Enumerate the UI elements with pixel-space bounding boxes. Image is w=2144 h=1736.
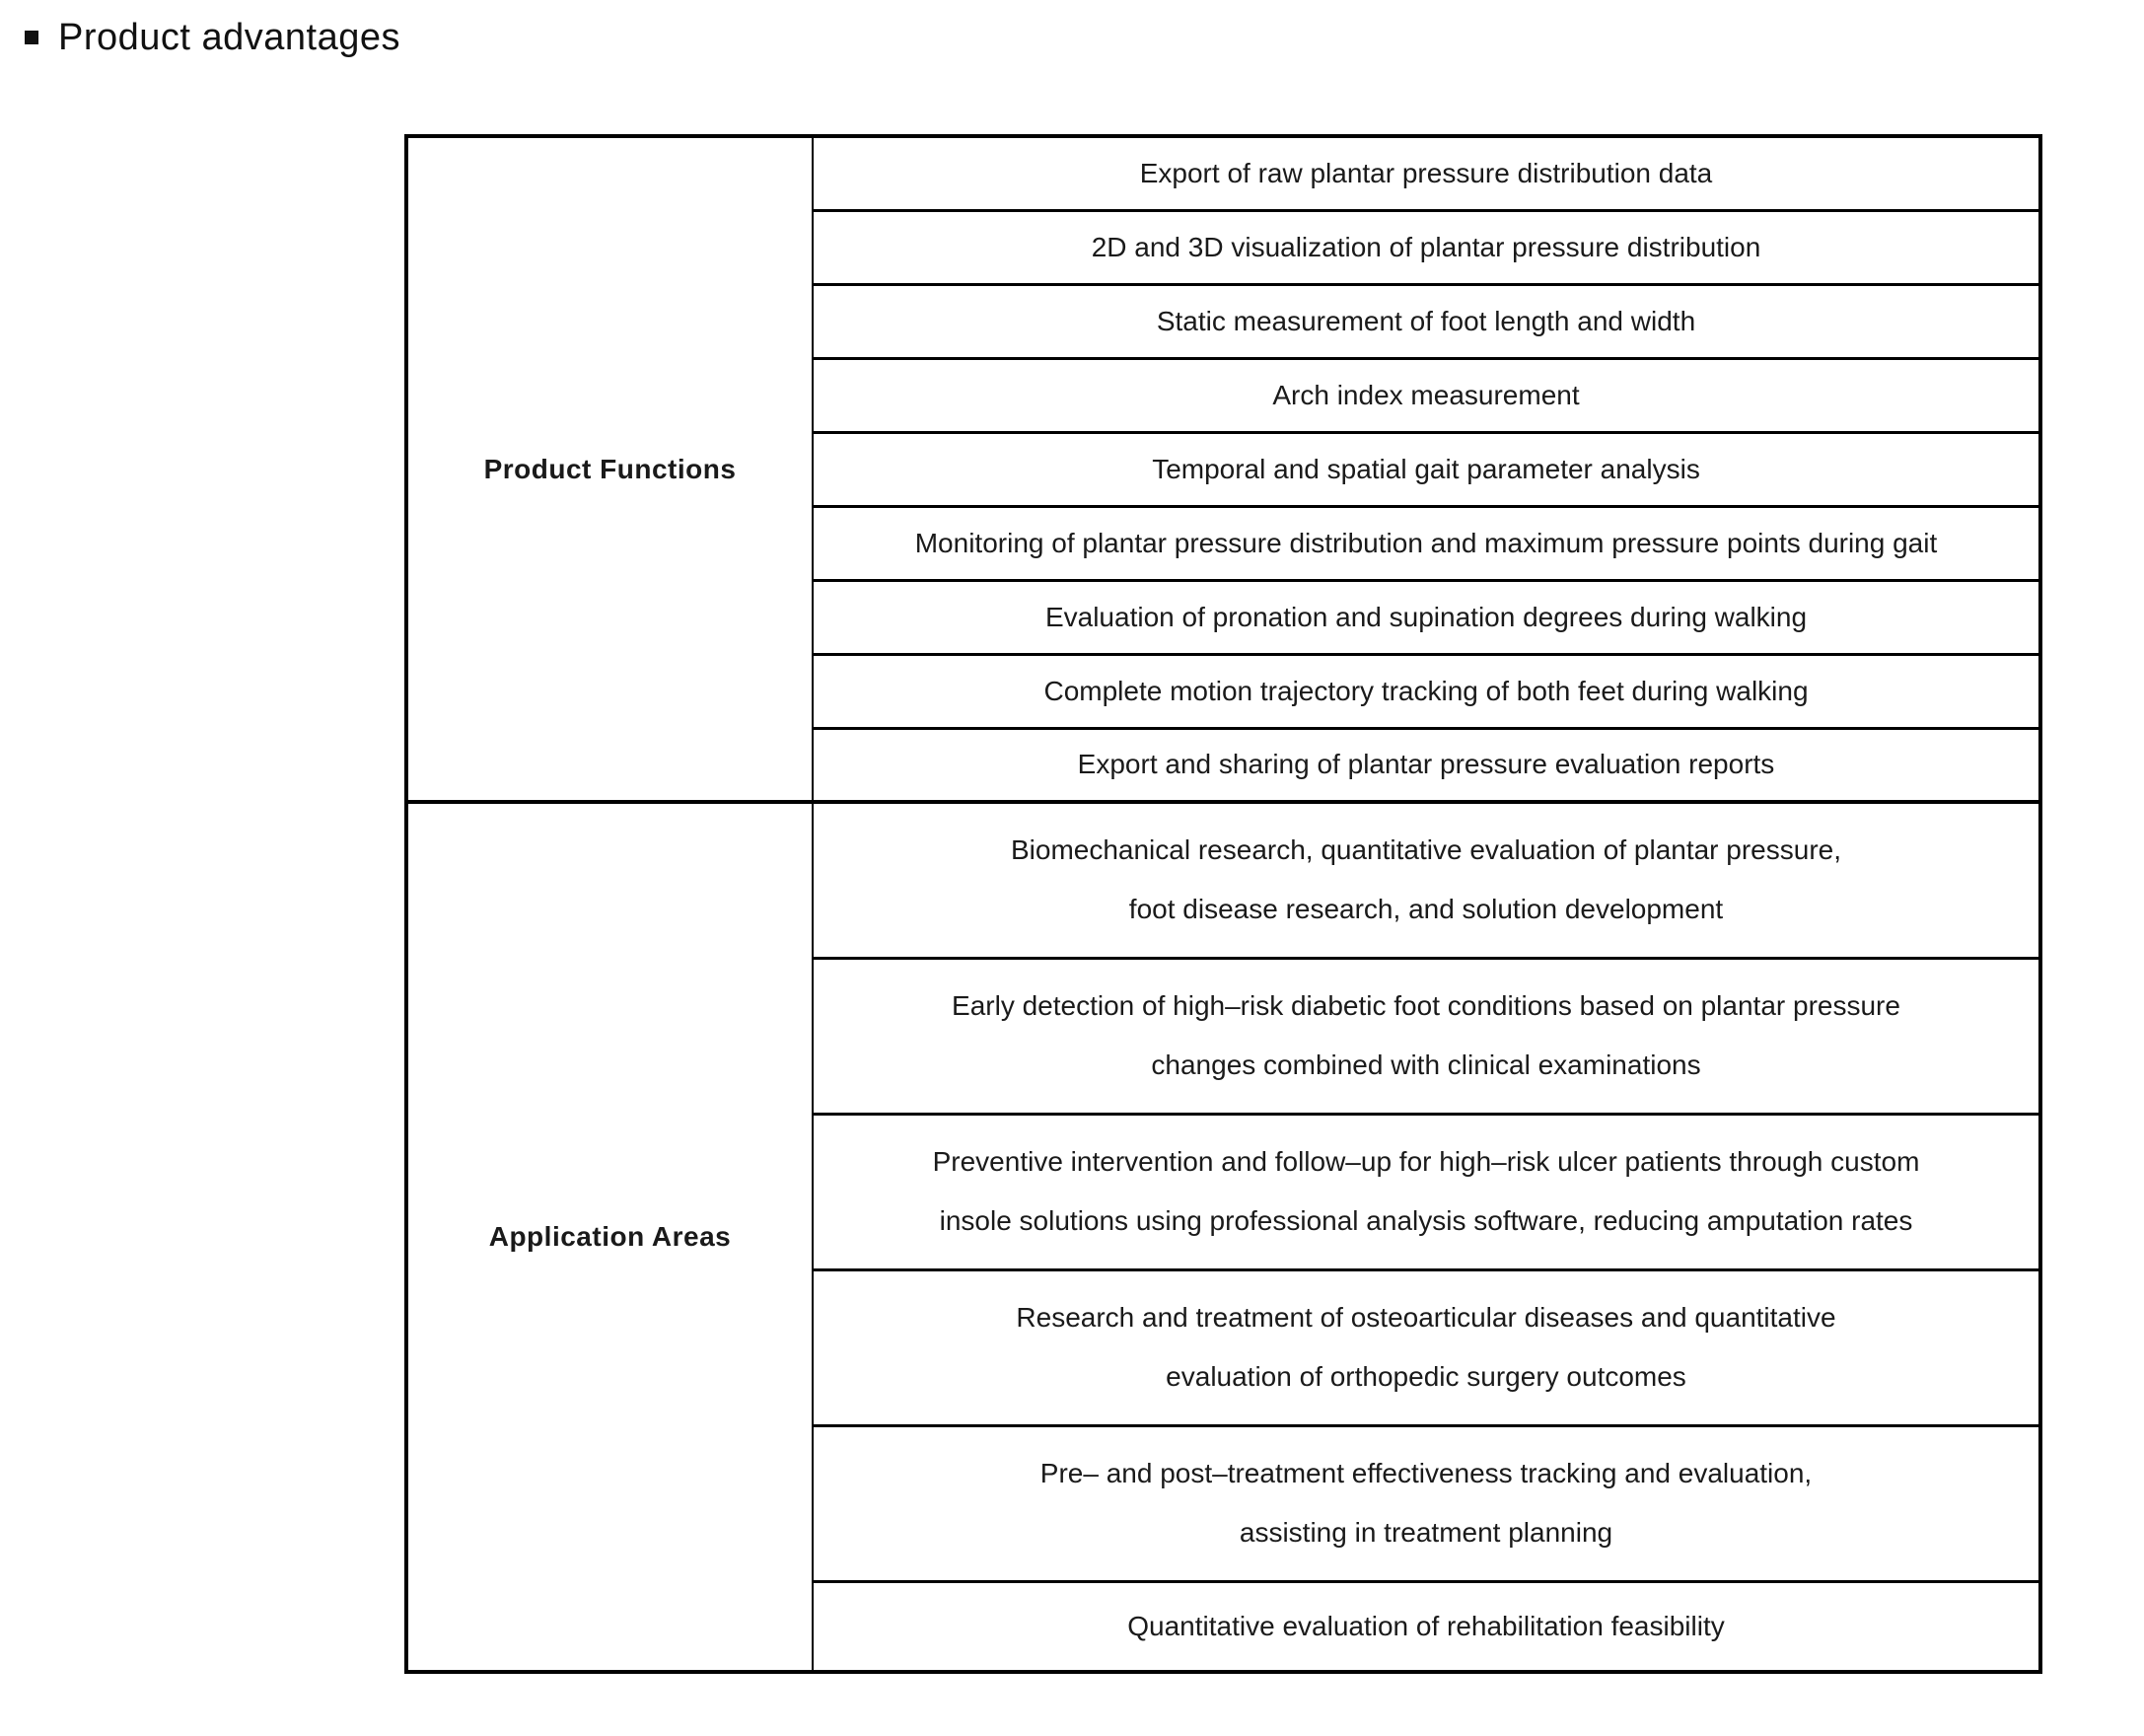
table-row: Early detection of high–risk diabetic fo… [406,956,2041,1116]
cell-line: Research and treatment of osteoarticular… [1016,1302,1836,1333]
table-row: Complete motion trajectory tracking of b… [406,652,2041,730]
cell-line: Preventive intervention and follow–up fo… [932,1146,1920,1177]
function-cell: Export and sharing of plantar pressure e… [812,726,2041,804]
application-cell: Early detection of high–risk diabetic fo… [812,956,2041,1116]
cell-line: evaluation of orthopedic surgery outcome… [1166,1361,1686,1392]
table-row: Evaluation of pronation and supination d… [406,578,2041,656]
application-cell: Research and treatment of osteoarticular… [812,1267,2041,1427]
table-row: Static measurement of foot length and wi… [406,282,2041,360]
table-row: Pre– and post–treatment effectiveness tr… [406,1423,2041,1583]
function-cell: Monitoring of plantar pressure distribut… [812,504,2041,582]
table-row: Preventive intervention and follow–up fo… [406,1112,2041,1271]
application-cell: Biomechanical research, quantitative eva… [812,800,2041,960]
section-label-product-functions: Product Functions [405,134,814,804]
application-cell: Preventive intervention and follow–up fo… [812,1112,2041,1271]
cell-line: Biomechanical research, quantitative eva… [1010,834,1842,866]
cell-line: insole solutions using professional anal… [939,1205,1913,1236]
function-cell: Temporal and spatial gait parameter anal… [812,430,2041,508]
table-row: Export and sharing of plantar pressure e… [406,726,2041,804]
table-row: Product Functions Export of raw plantar … [405,134,2041,804]
application-cell: Quantitative evaluation of rehabilitatio… [812,1579,2041,1674]
table-row: Monitoring of plantar pressure distribut… [406,504,2041,582]
cell-line: Early detection of high–risk diabetic fo… [952,990,1900,1021]
page-title-text: Product advantages [58,17,401,58]
table-row: Application Areas Biomechanical research… [405,800,2041,1674]
table-row: Research and treatment of osteoarticular… [406,1267,2041,1427]
table-row: Temporal and spatial gait parameter anal… [406,430,2041,508]
function-cell: 2D and 3D visualization of plantar press… [812,208,2041,286]
function-cell: Arch index measurement [812,356,2041,434]
cell-line: assisting in treatment planning [1239,1517,1613,1548]
function-cell: Static measurement of foot length and wi… [812,282,2041,360]
section-label-application-areas: Application Areas [405,800,814,1674]
square-bullet-icon [25,31,38,44]
product-advantages-table: Product Functions Export of raw plantar … [404,134,2042,1674]
function-cell: Complete motion trajectory tracking of b… [812,652,2041,730]
table-row: Quantitative evaluation of rehabilitatio… [406,1579,2041,1674]
table-row: Arch index measurement [406,356,2041,434]
page-title: Product advantages [25,12,400,63]
application-cell: Pre– and post–treatment effectiveness tr… [812,1423,2041,1583]
cell-line: Pre– and post–treatment effectiveness tr… [1039,1458,1813,1488]
function-cell: Export of raw plantar pressure distribut… [812,134,2041,212]
function-cell: Evaluation of pronation and supination d… [812,578,2041,656]
table-row: 2D and 3D visualization of plantar press… [406,208,2041,286]
cell-line: foot disease research, and solution deve… [1128,894,1724,925]
cell-line: changes combined with clinical examinati… [1151,1049,1701,1080]
